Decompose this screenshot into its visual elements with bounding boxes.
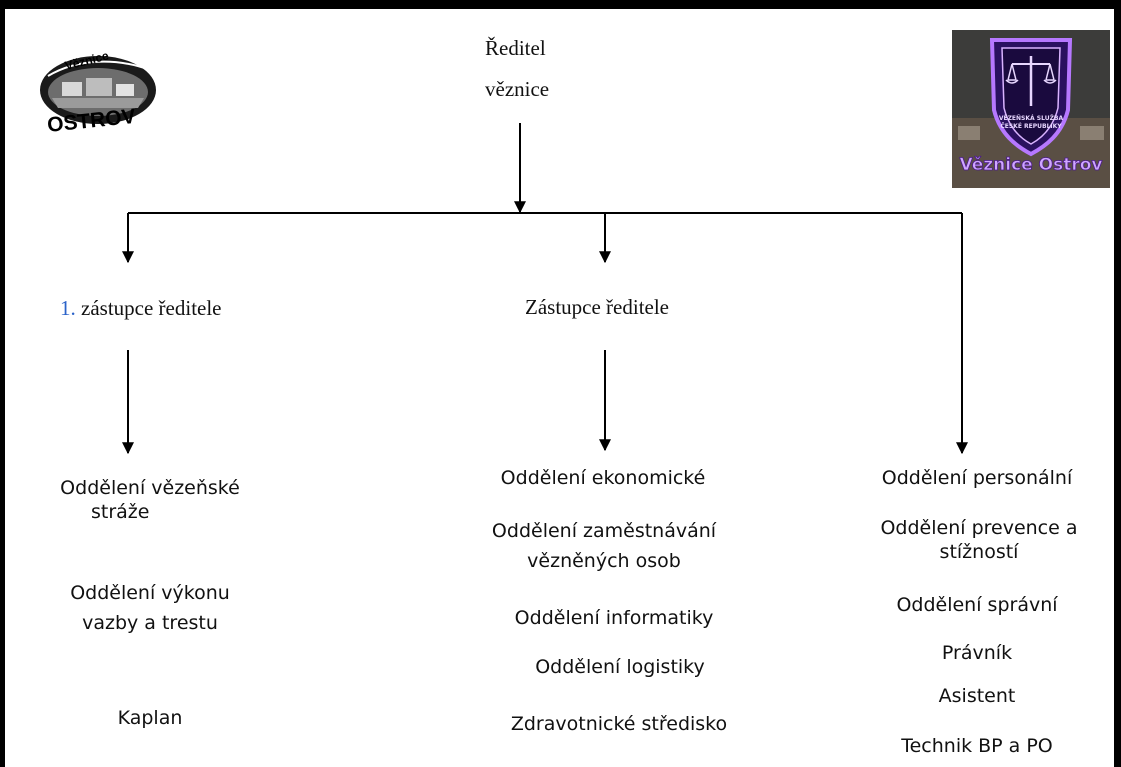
middle-item-medical-center: Zdravotnické středisko <box>492 712 746 736</box>
left-item-custody-dept: Oddělení výkonu vazby a trestu <box>50 581 250 636</box>
left-item1-line1: Oddělení vězeňské <box>60 477 240 499</box>
first-deputy-label: zástupce ředitele <box>81 296 222 320</box>
right-item4: Právník <box>941 642 1013 664</box>
badge-text-line1: VĚZEŇSKÁ SLUŽBA <box>999 114 1064 122</box>
badge-caption: Věznice Ostrov <box>960 155 1103 175</box>
middle-item2-line1: Oddělení zaměstnávání <box>491 520 717 542</box>
middle-item2-line2: vězněných osob <box>527 550 681 573</box>
middle-item5: Zdravotnické středisko <box>510 713 728 735</box>
right-item3: Oddělení správní <box>896 594 1058 616</box>
left-item2-line1: Oddělení výkonu <box>70 582 230 604</box>
vezince-ostrov-logo: Věznice OSTROV <box>40 48 156 134</box>
middle-item-logistics-dept: Oddělení logistiky <box>508 655 732 679</box>
root-node-director: Ředitel věznice <box>485 35 549 103</box>
left-item-guard-dept: Oddělení vězeňské stráže <box>48 476 252 525</box>
second-deputy-node: Zástupce ředitele <box>525 294 669 321</box>
middle-item-it-dept: Oddělení informatiky <box>492 606 736 630</box>
right-item5: Asistent <box>938 685 1016 707</box>
middle-item4: Oddělení logistiky <box>535 656 705 678</box>
right-item2-line1: Oddělení prevence a <box>880 517 1078 539</box>
middle-item-economic-dept: Oddělení ekonomické <box>490 466 716 490</box>
middle-item3: Oddělení informatiky <box>514 607 714 629</box>
badge-text-line2: ČESKÉ REPUBLIKY <box>1000 122 1062 130</box>
right-item-prevention-dept: Oddělení prevence a stížností <box>862 516 1096 565</box>
middle-item1: Oddělení ekonomické <box>500 467 706 489</box>
right-item-hr-dept: Oddělení personální <box>866 466 1088 490</box>
right-item-lawyer: Právník <box>872 641 1082 665</box>
left-item3: Kaplan <box>117 707 183 729</box>
right-item2-line2: stížností <box>939 541 1019 564</box>
root-line2: věznice <box>485 76 550 101</box>
right-item-administrative-dept: Oddělení správní <box>872 593 1082 617</box>
right-item6: Technik BP a PO <box>901 735 1053 757</box>
root-line1: Ředitel <box>485 36 546 60</box>
first-deputy-node: 1. zástupce ředitele <box>60 295 222 322</box>
left-item1-line2: stráže <box>91 501 150 524</box>
second-deputy-label: Zástupce ředitele <box>525 295 670 319</box>
left-item-chaplain: Kaplan <box>50 706 250 730</box>
right-item1: Oddělení personální <box>881 467 1073 489</box>
middle-item-inmate-employment-dept: Oddělení zaměstnávání vězněných osob <box>482 519 726 574</box>
prison-service-badge-logo: VĚZEŇSKÁ SLUŽBA ČESKÉ REPUBLIKY Věznice … <box>952 30 1110 188</box>
first-deputy-number: 1. <box>60 296 76 320</box>
right-item-assistant: Asistent <box>872 684 1082 708</box>
right-item-safety-technician: Technik BP a PO <box>872 734 1082 758</box>
left-item2-line2: vazby a trestu <box>82 612 218 635</box>
